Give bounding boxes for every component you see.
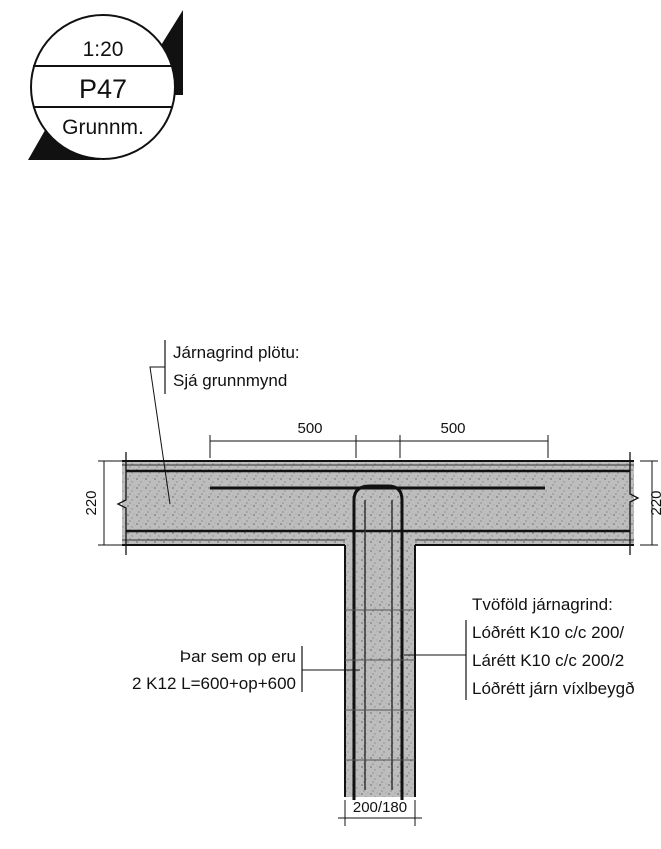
break-line-left xyxy=(116,452,127,555)
slab xyxy=(116,452,640,555)
label-opening-note: Þar sem op eru 2 K12 L=600+op+600 xyxy=(132,646,360,693)
dim-wall-thickness: 200/180 xyxy=(353,799,407,816)
dim-thickness-left: 220 xyxy=(83,490,100,515)
leader-slab-rebar xyxy=(149,366,171,505)
break-line-right xyxy=(629,452,640,555)
label-opening-line2: 2 K12 L=600+op+600 xyxy=(132,674,296,693)
badge-detail-id: P47 xyxy=(79,74,127,104)
badge-circle xyxy=(30,14,176,160)
dim-left-span: 500 xyxy=(297,420,322,437)
title-badge: 1:20 P47 Grunnm. xyxy=(28,10,183,160)
label-slab-rebar: Járnagrind plötu: Sjá grunnmynd xyxy=(149,340,300,505)
badge-view: Grunnm. xyxy=(62,116,144,139)
slab-concrete xyxy=(122,461,634,545)
dimension-wall-thickness: 200/180 xyxy=(338,799,422,826)
dim-right-span: 500 xyxy=(440,420,465,437)
wall xyxy=(344,484,416,800)
label-opening-line1: Þar sem op eru xyxy=(180,647,296,666)
label-wall-rebar-staggered: Lóðrétt járn víxlbeygð xyxy=(472,679,635,698)
label-slab-rebar-line2: Sjá grunnmynd xyxy=(173,371,287,390)
label-wall-rebar: Tvöföld járnagrind: Lóðrétt K10 c/c 200/… xyxy=(404,595,635,700)
label-slab-rebar-line1: Járnagrind plötu: xyxy=(173,343,300,362)
wall-rebar-hook xyxy=(352,484,404,800)
dim-thickness-right: 220 xyxy=(648,490,661,515)
label-wall-rebar-title: Tvöföld járnagrind: xyxy=(472,595,613,614)
dimension-top: 500 500 xyxy=(209,420,549,458)
label-wall-rebar-horizontal: Lárétt K10 c/c 200/2 xyxy=(472,651,624,670)
dimension-slab-thickness: 220 220 xyxy=(83,460,661,546)
label-wall-rebar-vertical: Lóðrétt K10 c/c 200/ xyxy=(472,623,624,642)
badge-scale: 1:20 xyxy=(83,38,124,61)
